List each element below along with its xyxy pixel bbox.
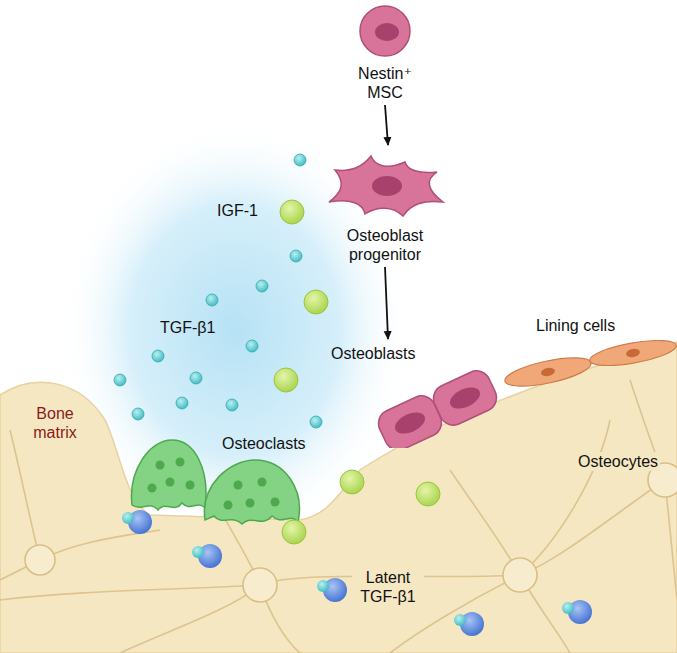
part-label: Lining cells	[536, 316, 615, 335]
progenitor-cell	[315, 148, 455, 222]
cell-label: Osteoblasts	[325, 342, 421, 365]
cell-label: Osteoblast progenitor	[327, 226, 443, 264]
part-label: TGF-β1	[160, 318, 215, 337]
bone-matrix	[0, 342, 677, 653]
part-label: Osteoclasts	[222, 434, 306, 453]
osteoblast-cells	[325, 368, 500, 448]
lining-cell	[503, 336, 677, 392]
tgf-particle	[114, 154, 322, 428]
part-label: IGF-1	[217, 201, 258, 220]
differentiation-arrow	[385, 105, 388, 145]
part-label: Osteocytes	[576, 452, 660, 471]
part-label: Bone matrix	[22, 404, 88, 442]
cell-label: Nestin⁺ MSC	[347, 64, 423, 102]
cell-node: Osteoblasts	[325, 342, 500, 450]
cell-node: Nestin⁺ MSC	[337, 2, 433, 102]
msc-cell	[337, 2, 433, 60]
differentiation-arrow	[385, 267, 388, 339]
osteocyte-network	[0, 380, 677, 653]
latent-tgf	[122, 510, 592, 636]
osteocyte-cell	[25, 463, 677, 602]
osteoclast-cell	[132, 440, 300, 524]
cell-node: Osteoblast progenitor	[315, 148, 455, 264]
part-label: Latent TGF-β1	[352, 568, 424, 606]
